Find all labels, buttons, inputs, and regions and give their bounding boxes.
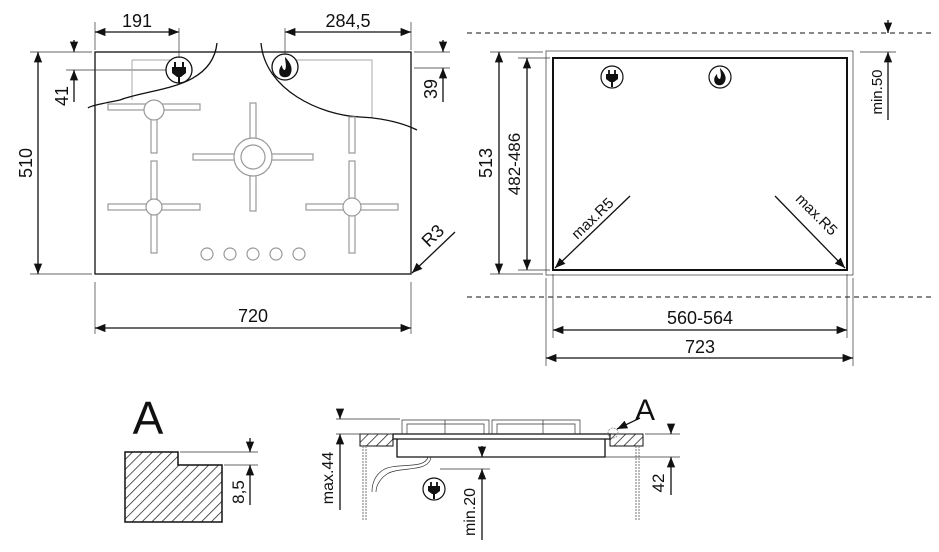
- burner-grates: [107, 99, 399, 254]
- worktop-left: [359, 433, 394, 447]
- dim-gas-offset: 284,5: [325, 11, 370, 31]
- section-view: A max.44 min.20 42: [320, 394, 680, 540]
- cutaway-curve-right: [260, 42, 418, 131]
- hob-plate: [392, 433, 611, 440]
- power-cable: [371, 456, 432, 493]
- hob-outline: [94, 51, 412, 275]
- plug-icon: [165, 56, 193, 84]
- hob-top-view: 191 284,5 41 39 510 720 R3: [16, 11, 456, 334]
- pan-supports: [401, 419, 581, 434]
- detail-a: A 8,5: [124, 392, 258, 523]
- dim-radius-right: max.R5: [792, 191, 841, 240]
- dim-min-rear: min.50: [869, 69, 886, 114]
- dim-gas-depth: 39: [421, 79, 441, 99]
- worktop-right: [609, 433, 644, 447]
- dim-plug-offset: 191: [122, 11, 152, 31]
- dim-plug-depth: 41: [52, 86, 72, 106]
- dim-depth-cutout: 482-486: [505, 133, 524, 195]
- dim-counter: 42: [649, 474, 668, 493]
- dim-width-outer: 723: [685, 337, 715, 357]
- cutout-outline: [552, 57, 848, 271]
- flame-icon: [708, 65, 732, 89]
- dim-width: 720: [238, 306, 268, 326]
- dim-clearance: min.20: [462, 488, 479, 536]
- dim-radius: R3: [418, 220, 448, 250]
- cutaway-curve-left: [87, 42, 218, 109]
- hatched-profile: [124, 451, 223, 523]
- dim-width-cutout: 560-564: [667, 308, 733, 328]
- plug-icon: [422, 477, 446, 501]
- dim-step: 8,5: [229, 480, 248, 504]
- hob-outline: [545, 50, 854, 276]
- plug-icon: [600, 65, 624, 89]
- hob-body: [396, 439, 606, 458]
- dim-radius-left: max.R5: [568, 195, 617, 243]
- flame-icon: [271, 53, 299, 81]
- worktop-edge-lines: [467, 32, 935, 298]
- dim-height: max.44: [320, 452, 337, 505]
- detail-ref-label: A: [635, 394, 655, 427]
- cutout-view: min.50 513 482-486 max.R5 max.R5 560-564…: [467, 20, 935, 366]
- control-knobs: [200, 247, 306, 261]
- detail-a-label: A: [133, 392, 164, 444]
- dim-depth-outer: 513: [476, 148, 496, 178]
- cabinet-walls: [362, 446, 640, 520]
- dim-depth: 510: [16, 148, 36, 178]
